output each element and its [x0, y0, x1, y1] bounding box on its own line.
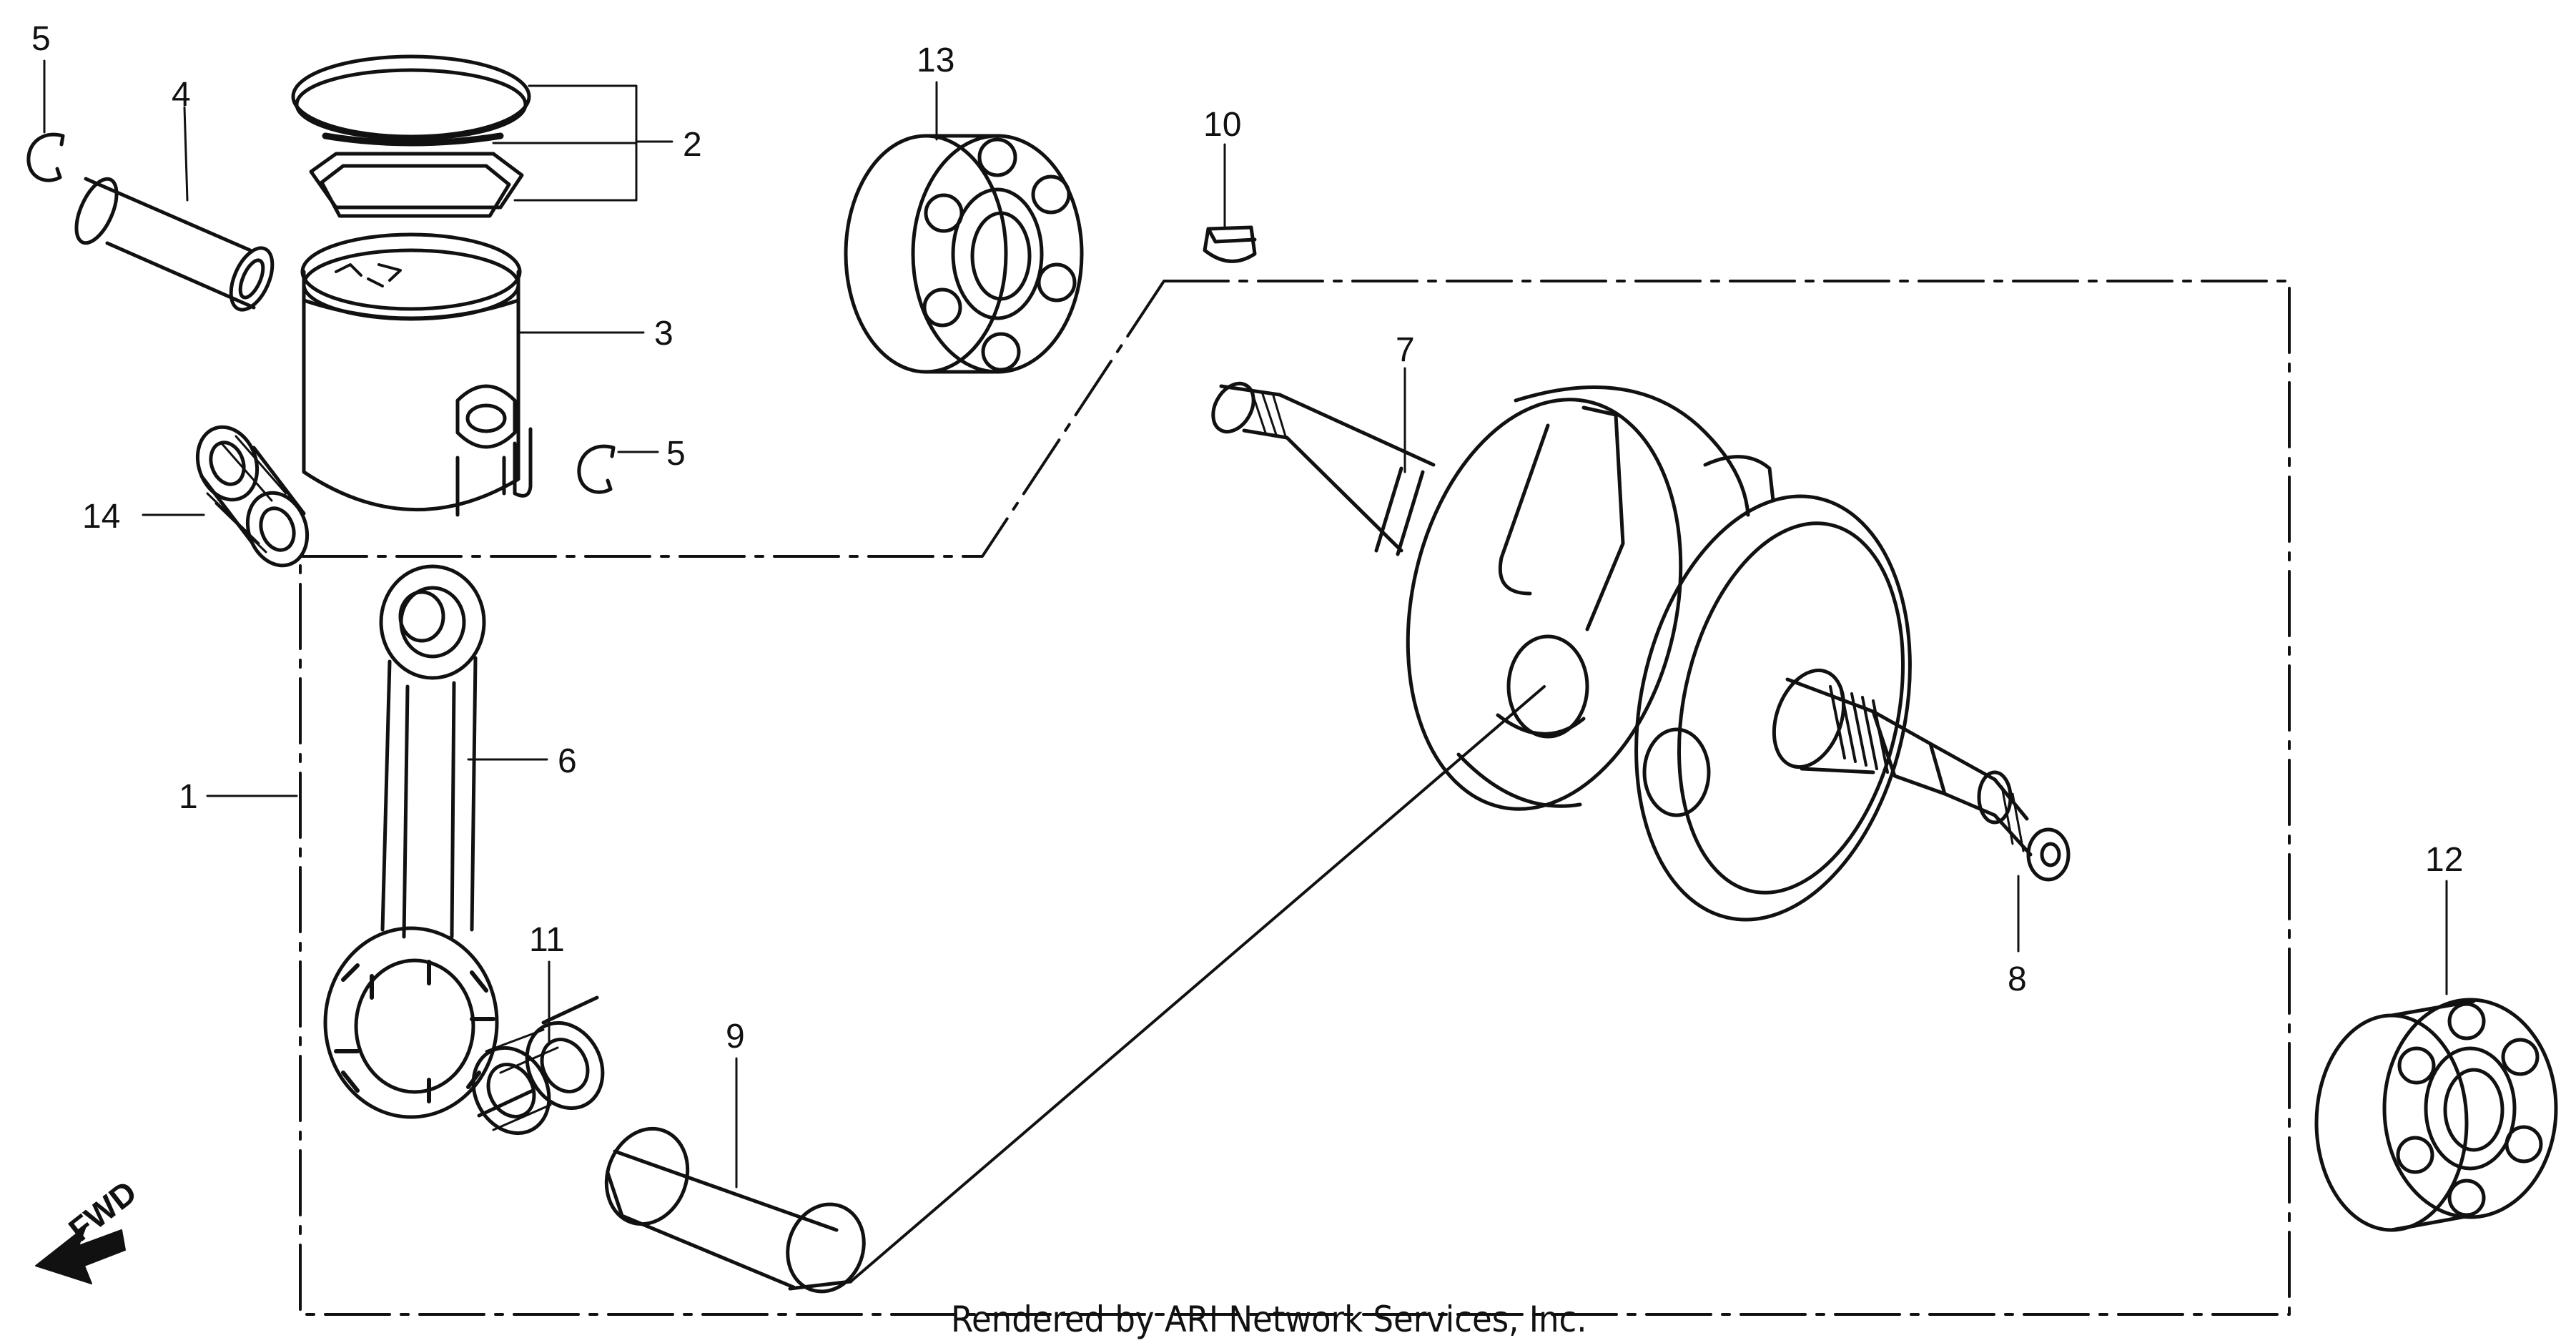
circlip-right: [577, 444, 616, 494]
crank-pin: [604, 1126, 866, 1294]
callout-9: 9: [726, 1018, 745, 1056]
callout-3: 3: [654, 315, 673, 353]
circlip-top: [26, 132, 65, 182]
ball-bearing-left: [844, 134, 1084, 374]
callout-7: 7: [1396, 331, 1415, 369]
piston-rings: [291, 54, 531, 218]
piston: [300, 232, 533, 517]
woodruff-key: [1203, 225, 1257, 263]
callout-14: 14: [82, 498, 120, 536]
callout-6: 6: [558, 742, 577, 780]
big-end-bearing: [471, 995, 605, 1136]
callout-8: 8: [2008, 960, 2027, 998]
fwd-arrow-icon: [35, 1226, 126, 1284]
connecting-rod: [323, 564, 499, 1119]
callout-5b: 5: [666, 435, 686, 473]
footer-credit: Rendered by ARI Network Services, Inc.: [951, 1299, 1587, 1340]
crankpin-axis-line: [849, 685, 1546, 1283]
callout-11: 11: [529, 921, 565, 959]
assembly-outline: [299, 280, 2291, 1316]
callout-10: 10: [1203, 106, 1241, 144]
callout-4: 4: [172, 76, 191, 114]
small-end-bearing: [195, 425, 310, 568]
ball-bearing-right: [2314, 998, 2558, 1232]
callout-12: 12: [2425, 841, 2463, 879]
crankshaft: [1211, 381, 2071, 922]
callout-13: 13: [917, 41, 954, 79]
callout-5a: 5: [31, 20, 51, 58]
leader-2: [492, 84, 673, 202]
callout-2: 2: [683, 126, 702, 164]
piston-pin: [74, 177, 275, 312]
callout-1: 1: [179, 778, 198, 816]
leader-4: [183, 106, 189, 202]
